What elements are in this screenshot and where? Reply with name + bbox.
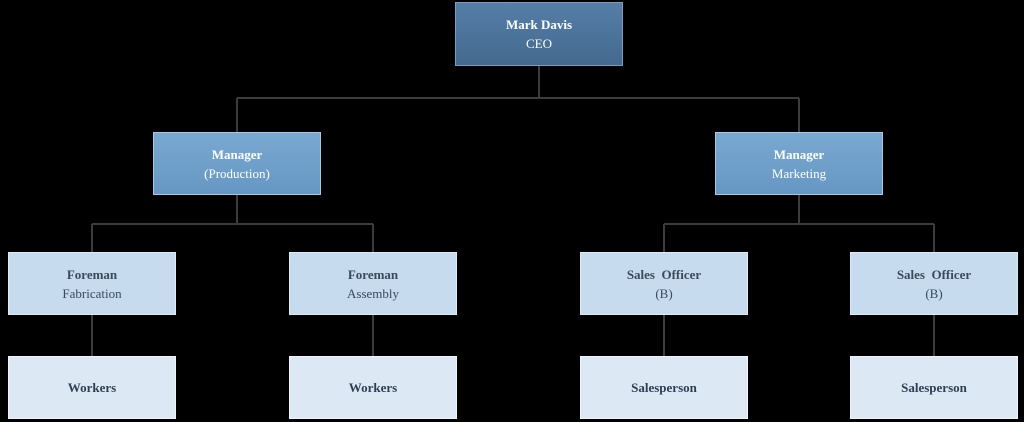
node-ceo: Mark Davis CEO — [455, 2, 623, 66]
node-subtitle: (Production) — [204, 165, 270, 181]
node-title: Foreman — [66, 266, 118, 282]
node-subtitle: (B) — [925, 285, 943, 301]
node-salesperson-2: Salesperson — [850, 356, 1018, 419]
node-sales-officer-1: Sales Officer (B) — [580, 252, 748, 315]
node-title: Mark Davis — [505, 17, 573, 32]
node-manager-marketing: Manager Marketing — [715, 132, 883, 195]
node-subtitle: Fabrication — [62, 285, 122, 301]
node-title: Foreman — [347, 266, 399, 282]
node-subtitle: CEO — [526, 36, 552, 51]
node-subtitle: (B) — [655, 285, 673, 301]
node-title: Sales Officer — [626, 266, 702, 282]
node-title: Salesperson — [901, 380, 967, 395]
node-foreman-fabrication: Foreman Fabrication — [8, 252, 176, 315]
node-workers-1: Workers — [8, 356, 176, 419]
node-subtitle: Marketing — [771, 165, 827, 181]
node-title: Salesperson — [631, 380, 697, 395]
node-title: Workers — [67, 380, 117, 395]
node-workers-2: Workers — [289, 356, 457, 419]
node-subtitle: Assembly — [347, 285, 399, 301]
node-salesperson-1: Salesperson — [580, 356, 748, 419]
node-title: Manager — [211, 146, 263, 162]
node-title: Workers — [348, 380, 398, 395]
node-manager-production: Manager (Production) — [153, 132, 321, 195]
node-title: Manager — [773, 146, 825, 162]
node-sales-officer-2: Sales Officer (B) — [850, 252, 1018, 315]
node-title: Sales Officer — [896, 266, 972, 282]
node-foreman-assembly: Foreman Assembly — [289, 252, 457, 315]
